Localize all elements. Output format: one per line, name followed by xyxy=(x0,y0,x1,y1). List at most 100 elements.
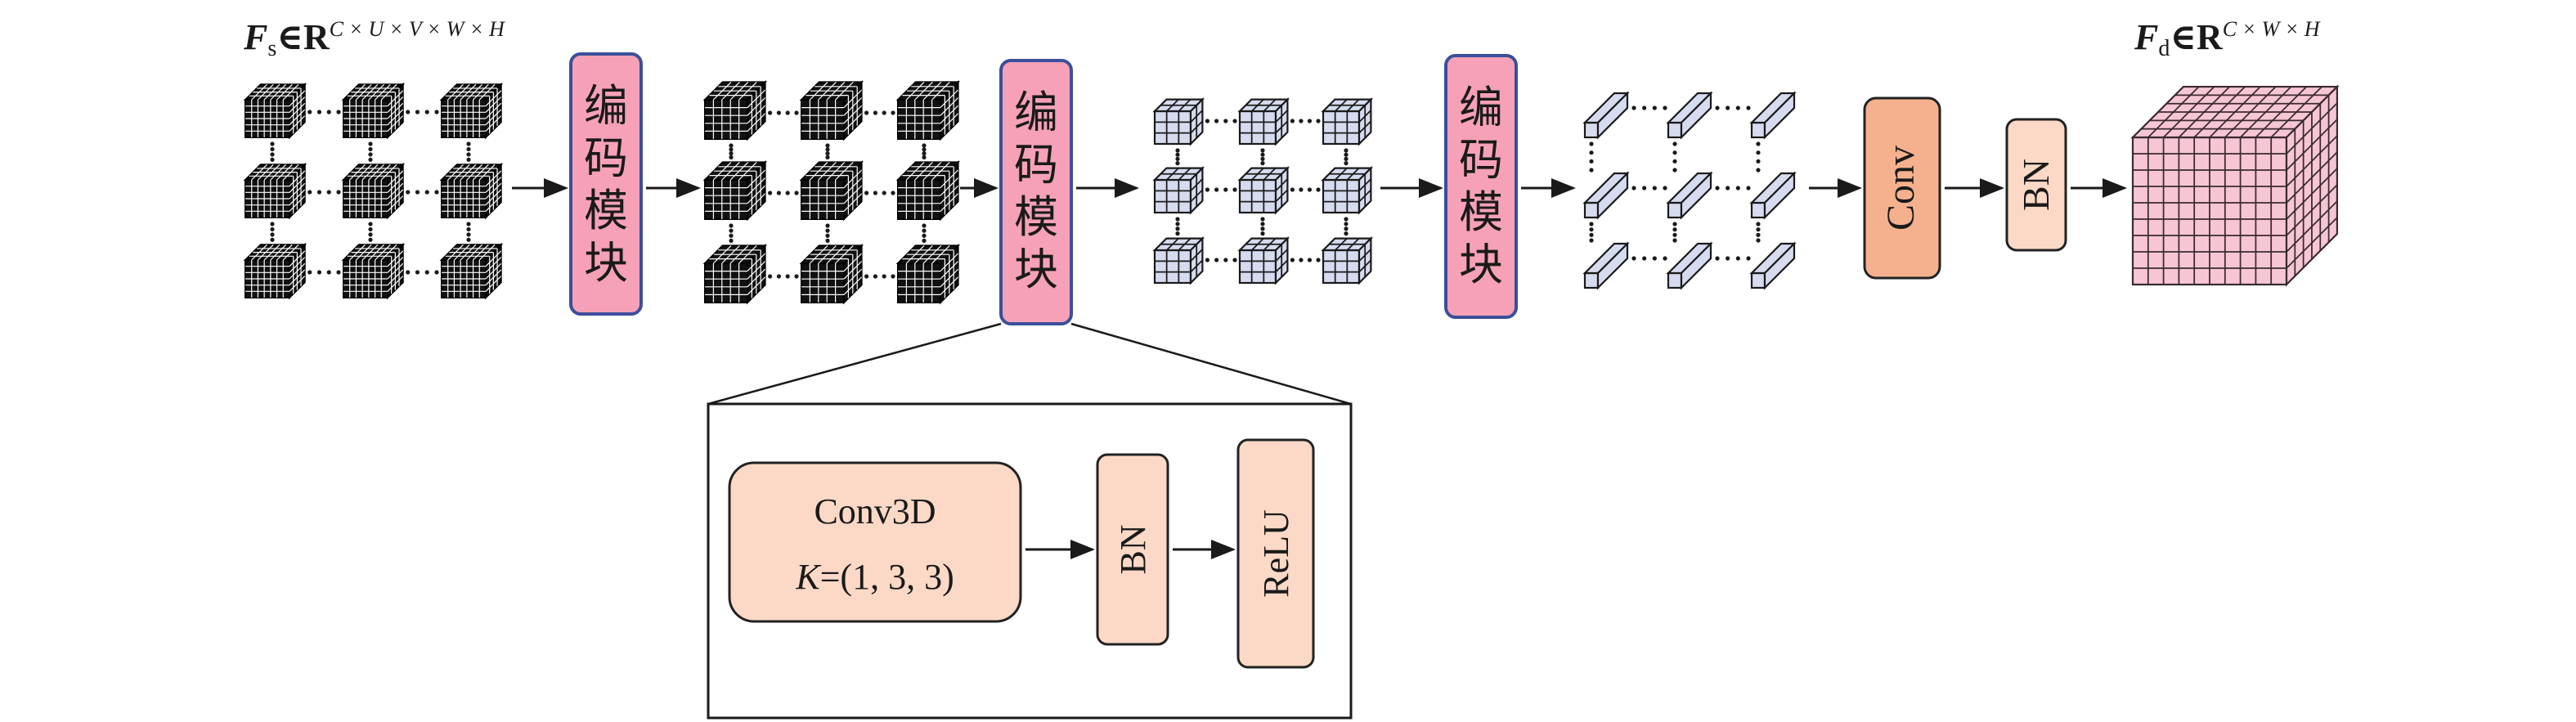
ellipsis-dot xyxy=(1307,187,1313,192)
cube-r1-c2 xyxy=(895,159,961,222)
input-feature-grid xyxy=(243,82,504,300)
bar-r1-c1 xyxy=(1666,171,1713,220)
ellipsis-dot xyxy=(1663,186,1667,191)
ellipsis-dot xyxy=(1307,258,1313,262)
encoding-module-3: 编 码 模 块 xyxy=(1444,54,1518,319)
ellipsis-dot xyxy=(270,152,275,157)
ellipsis-dot xyxy=(1223,258,1228,262)
ellipsis-dot xyxy=(1260,226,1265,231)
encoding-module-2: 编 码 模 块 xyxy=(999,59,1073,325)
ellipsis-dot xyxy=(922,155,927,159)
ellipsis-dot xyxy=(1746,256,1751,261)
ellipsis-dot xyxy=(466,237,471,242)
ellipsis-dot xyxy=(768,191,773,195)
ellipsis-dot xyxy=(368,146,373,152)
ellipsis-dot xyxy=(466,232,471,237)
cube-r0-c1 xyxy=(1237,96,1290,146)
output-label: Fd∈RC × W × H xyxy=(2134,17,2321,61)
bar-r0-c2 xyxy=(1749,91,1797,140)
ellipsis-dot xyxy=(1631,105,1636,110)
ellipsis-dot xyxy=(922,147,927,152)
ellipsis-dot xyxy=(1672,150,1677,155)
ellipsis-dot xyxy=(326,110,331,114)
ellipsis-dot xyxy=(270,146,275,152)
ellipsis-dot xyxy=(785,274,790,279)
ellipsis-dot xyxy=(1232,119,1237,123)
ellipsis-dot xyxy=(307,270,312,275)
module-1-char-2: 码 xyxy=(584,132,628,184)
relu-label: ReLU xyxy=(1256,509,1296,598)
ellipsis-dot xyxy=(1589,222,1594,226)
ellipsis-dot xyxy=(1299,258,1304,262)
encoding-module-detail: Conv3D K=(1, 3, 3) BN ReLU xyxy=(707,402,1353,720)
ellipsis-dot xyxy=(1214,119,1219,123)
ellipsis-dot xyxy=(270,237,275,242)
cube-r2-c2 xyxy=(895,243,961,305)
module-2-char-3: 模 xyxy=(1014,191,1058,243)
ellipsis-dot xyxy=(415,190,420,195)
ellipsis-dot xyxy=(270,157,275,162)
ellipsis-dot xyxy=(882,191,886,195)
cube-r1-c0 xyxy=(702,159,768,222)
ellipsis-dot xyxy=(785,191,790,195)
ellipsis-dot xyxy=(729,147,734,152)
ellipsis-dot xyxy=(1756,141,1761,146)
ellipsis-dot xyxy=(1290,119,1295,123)
cube-r2-c2 xyxy=(1321,235,1374,285)
cube-r0-c1 xyxy=(799,79,864,141)
ellipsis-dot xyxy=(776,191,782,195)
bn-block: BN xyxy=(2005,118,2067,252)
ellipsis-dot xyxy=(316,110,322,114)
ellipsis-dot xyxy=(1715,256,1720,261)
conv-block: Conv xyxy=(1863,96,1941,280)
ellipsis-dot xyxy=(1344,148,1349,153)
ellipsis-dot xyxy=(336,190,341,195)
conv-label: Conv xyxy=(1879,146,1923,231)
ellipsis-dot xyxy=(768,110,773,115)
ellipsis-dot xyxy=(1175,226,1180,231)
cube-r0-c0 xyxy=(243,82,307,140)
ellipsis-dot xyxy=(794,110,799,115)
cube-r0-c1 xyxy=(341,82,406,140)
cube-r2-c0 xyxy=(1152,235,1205,285)
ellipsis-dot xyxy=(1589,238,1594,243)
ellipsis-dot xyxy=(1232,187,1237,192)
output-subscript: d xyxy=(2158,36,2170,61)
ellipsis-dot xyxy=(825,155,830,159)
ellipsis-dot xyxy=(1260,217,1265,222)
ellipsis-dot xyxy=(307,190,312,195)
ellipsis-dot xyxy=(825,143,830,148)
cube-r1-c0 xyxy=(243,162,307,220)
ellipsis-dot xyxy=(1756,238,1761,243)
encoding-module-1: 编 码 模 块 xyxy=(569,52,643,316)
module-1-char-1: 编 xyxy=(584,80,628,132)
cube-r2-c2 xyxy=(439,242,504,300)
ellipsis-dot xyxy=(1260,156,1265,161)
ellipsis-dot xyxy=(1756,150,1761,155)
ellipsis-dot xyxy=(922,228,927,233)
ellipsis-dot xyxy=(825,151,830,156)
cube-r0-c2 xyxy=(439,82,504,140)
ellipsis-dot xyxy=(1205,119,1209,123)
input-symbol: F xyxy=(243,17,267,57)
ellipsis-dot xyxy=(1175,156,1180,161)
ellipsis-dot xyxy=(415,270,420,275)
ellipsis-dot xyxy=(368,222,373,226)
cube-r1-c1 xyxy=(1237,165,1290,215)
conv3d-label: Conv3D xyxy=(814,491,936,531)
ellipsis-dot xyxy=(1214,258,1219,262)
ellipsis-dot xyxy=(882,110,886,115)
ellipsis-dot xyxy=(1652,105,1657,110)
ellipsis-dot xyxy=(729,233,734,238)
ellipsis-dot xyxy=(406,270,411,275)
ellipsis-dot xyxy=(1299,119,1304,123)
ellipsis-dot xyxy=(785,110,790,115)
cube-r1-c2 xyxy=(439,162,504,220)
ellipsis-dot xyxy=(368,152,373,157)
ellipsis-dot xyxy=(1344,161,1349,166)
ellipsis-dot xyxy=(1746,186,1751,191)
ellipsis-dot xyxy=(729,151,734,156)
relu-block: ReLU xyxy=(1236,438,1315,669)
ellipsis-dot xyxy=(1735,186,1740,191)
ellipsis-dot xyxy=(1672,222,1677,226)
